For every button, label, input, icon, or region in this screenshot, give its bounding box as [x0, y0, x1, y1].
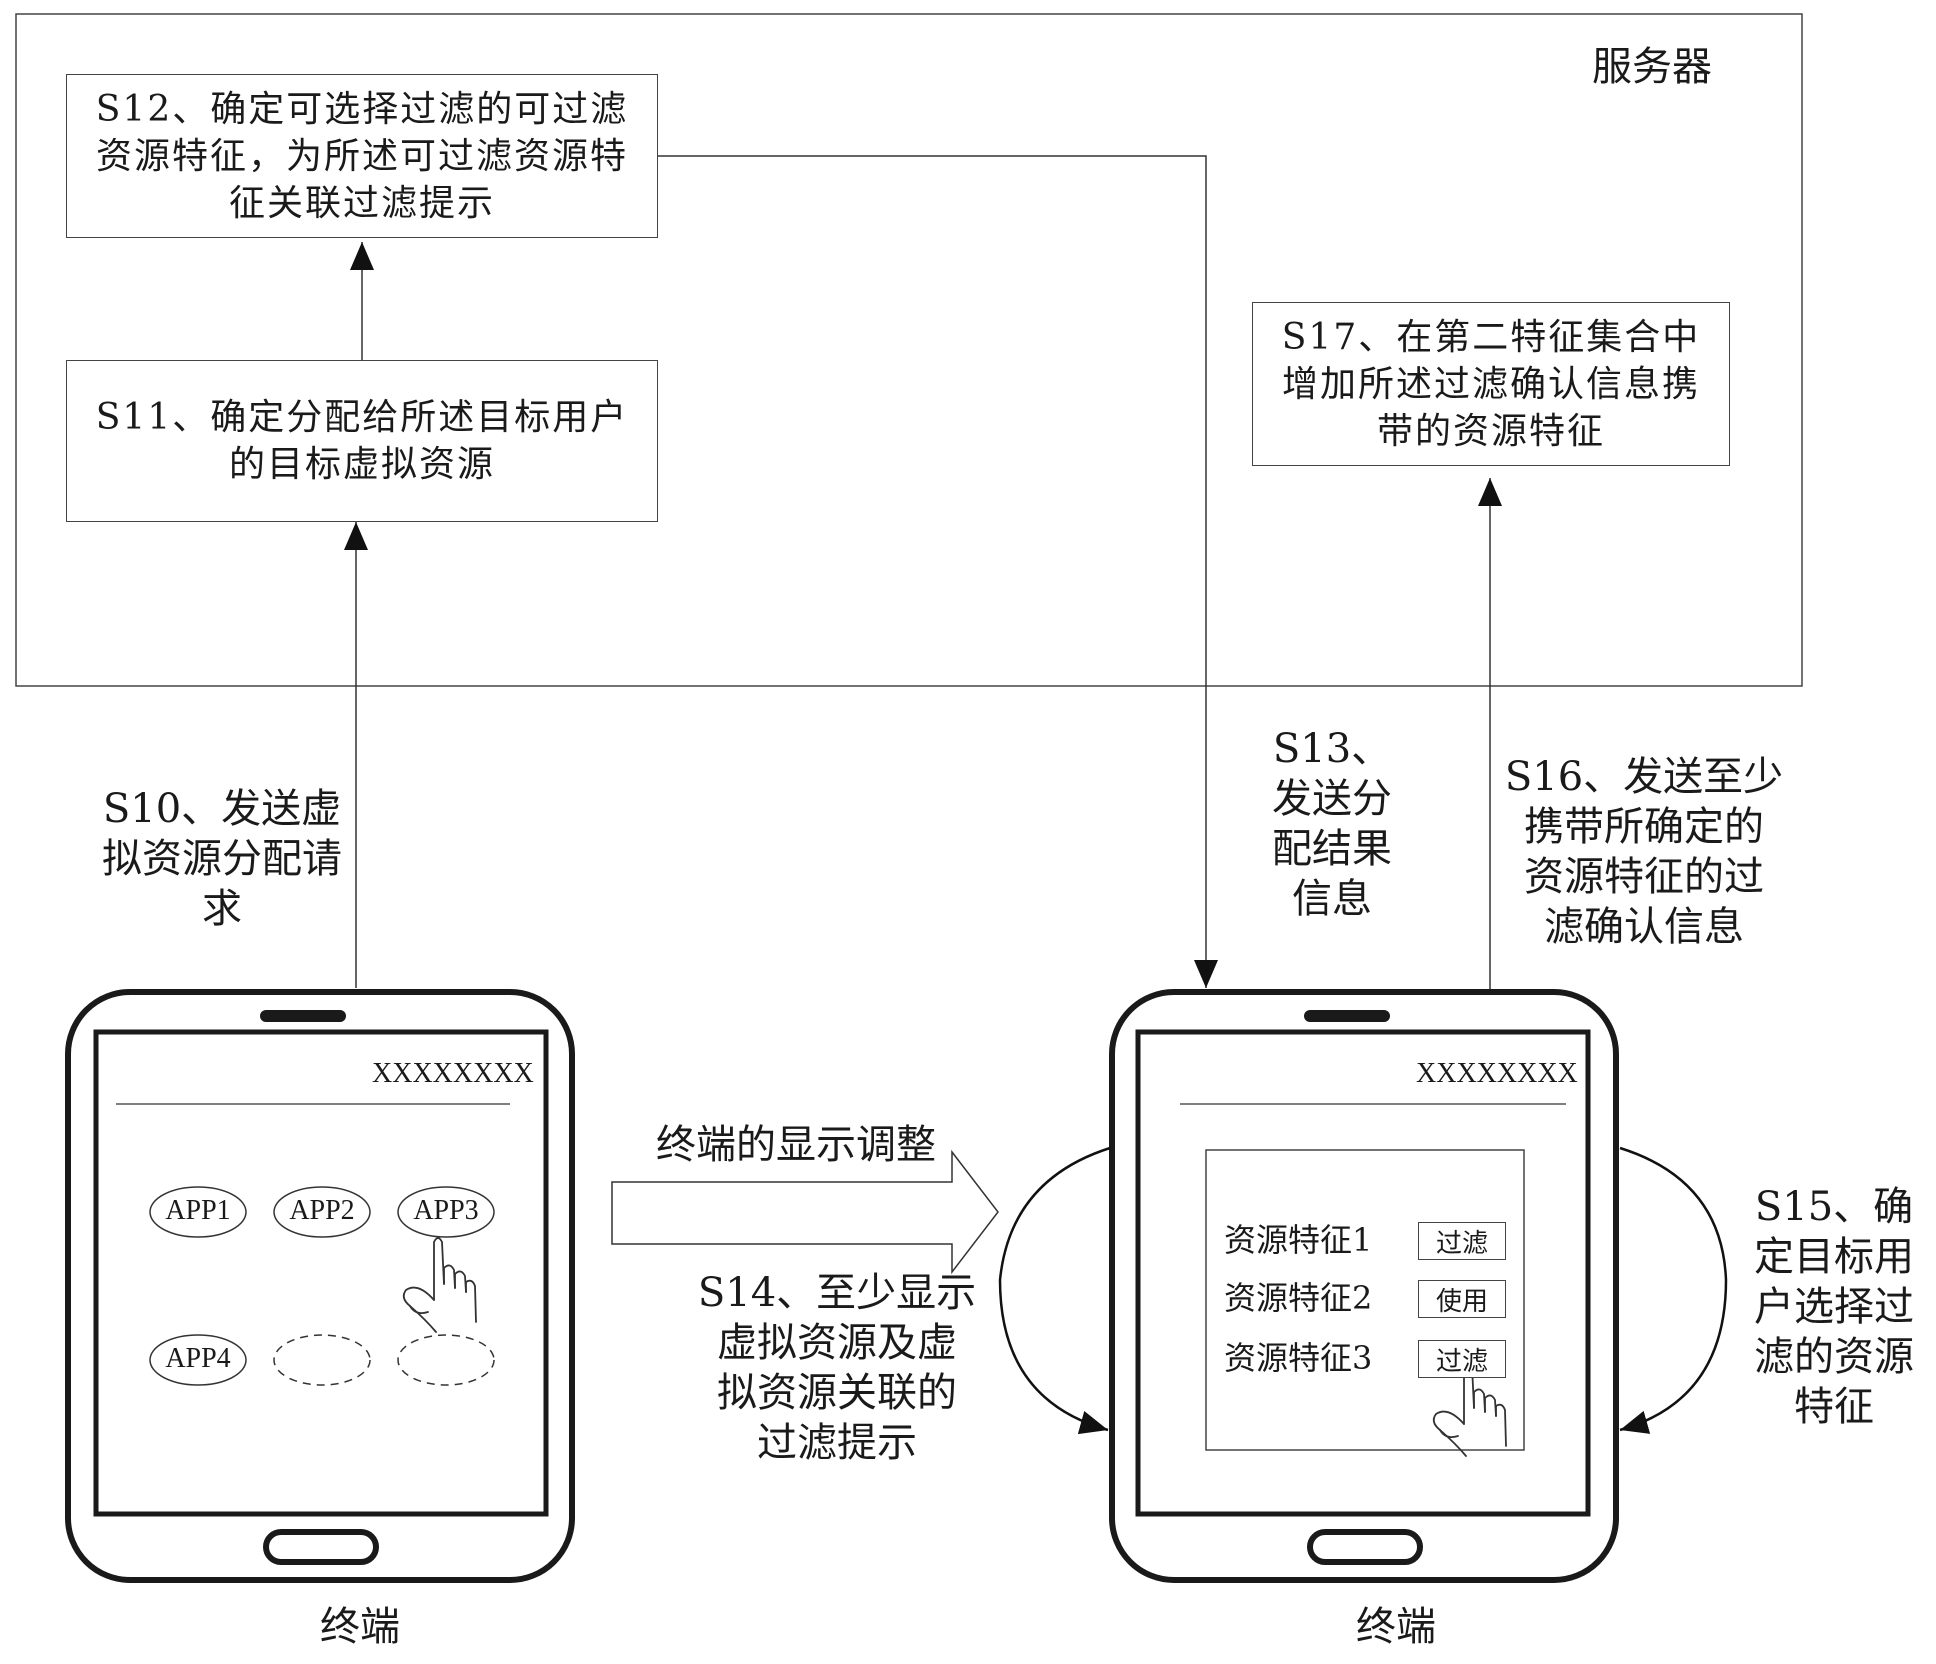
server-title: 服务器 — [1592, 44, 1712, 90]
curve-arrow-s14 — [998, 1146, 1111, 1435]
feature-1-label: 资源特征1 — [1224, 1221, 1373, 1259]
step-s15-label: S15、确 定目标用 户选择过 滤的资源 特征 — [1754, 1184, 1914, 1430]
feature-3-label: 资源特征3 — [1224, 1339, 1373, 1377]
curve-arrow-s15 — [1619, 1146, 1728, 1434]
app3-label: APP3 — [413, 1195, 479, 1226]
feature-1-filter-button[interactable]: 过滤 — [1418, 1222, 1506, 1260]
step-s11-text: S11、确定分配给所述目标用户 的目标虚拟资源 — [95, 397, 629, 485]
display-adjust-label: 终端的显示调整 — [656, 1122, 936, 1168]
terminal-right-label: 终端 — [1356, 1604, 1436, 1650]
app4-oval[interactable] — [149, 1334, 247, 1386]
feature-2-use-button[interactable]: 使用 — [1418, 1280, 1506, 1318]
display-adjust-arrow — [611, 1149, 999, 1275]
app1-label: APP1 — [165, 1195, 231, 1226]
step-s11-box: S11、确定分配给所述目标用户 的目标虚拟资源 — [66, 360, 658, 522]
arrow-s13 — [657, 155, 1218, 988]
step-s12-box: S12、确定可选择过滤的可过滤 资源特征，为所述可过滤资源特 征关联过滤提示 — [66, 74, 658, 238]
server-frame — [15, 13, 1803, 687]
app2-oval[interactable] — [273, 1186, 371, 1238]
hand-pointer-icon — [1432, 1361, 1507, 1457]
app4-label: APP4 — [165, 1343, 231, 1374]
step-s14-label: S14、至少显示 虚拟资源及虚 拟资源关联的 过滤提示 — [697, 1270, 977, 1466]
terminal-left-device — [65, 989, 575, 1583]
empty-slot-oval — [273, 1334, 371, 1386]
terminal-right-header-text: XXXXXXXX — [1416, 1058, 1578, 1089]
step-s10-label: S10、发送虚 拟资源分配请 求 — [102, 786, 342, 932]
step-s16-label: S16、发送至少 携带所确定的 资源特征的过 滤确认信息 — [1504, 754, 1784, 950]
terminal-left-header-text: XXXXXXXX — [372, 1058, 534, 1089]
feature-3-filter-button[interactable]: 过滤 — [1418, 1340, 1506, 1378]
step-s17-text: S17、在第二特征集合中 增加所述过滤确认信息携 带的资源特征 — [1281, 316, 1701, 452]
app2-label: APP2 — [289, 1195, 355, 1226]
feature-2-label: 资源特征2 — [1224, 1279, 1373, 1317]
step-s17-box: S17、在第二特征集合中 增加所述过滤确认信息携 带的资源特征 — [1252, 302, 1730, 466]
app1-oval[interactable] — [149, 1186, 247, 1238]
terminal-left-label: 终端 — [320, 1604, 400, 1650]
step-s12-text: S12、确定可选择过滤的可过滤 资源特征，为所述可过滤资源特 征关联过滤提示 — [95, 88, 629, 224]
app3-oval[interactable] — [397, 1186, 495, 1238]
step-s13-label: S13、 发送分 配结果 信息 — [1272, 726, 1392, 922]
hand-pointer-icon — [402, 1237, 477, 1333]
empty-slot-oval — [397, 1334, 495, 1386]
